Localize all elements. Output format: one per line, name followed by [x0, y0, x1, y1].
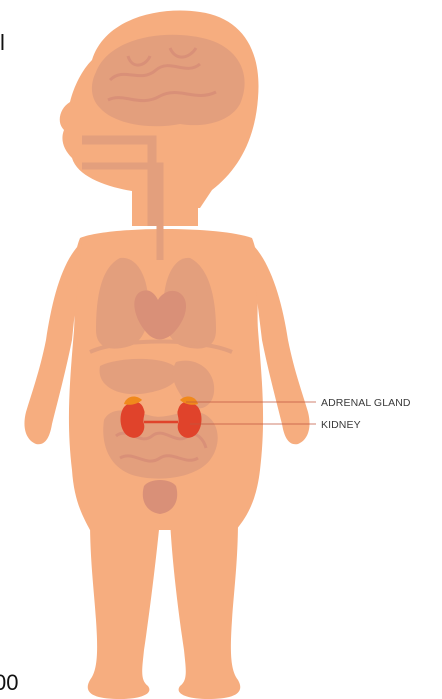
right-leg	[170, 520, 240, 699]
bottom-left-cut-off-text: 00	[0, 670, 18, 696]
left-leg	[88, 520, 160, 699]
kidney-label: KIDNEY	[321, 419, 361, 431]
adrenal-gland-label: ADRENAL GLAND	[321, 397, 411, 409]
neck	[132, 186, 198, 226]
top-left-cut-off-text: l	[0, 30, 5, 56]
